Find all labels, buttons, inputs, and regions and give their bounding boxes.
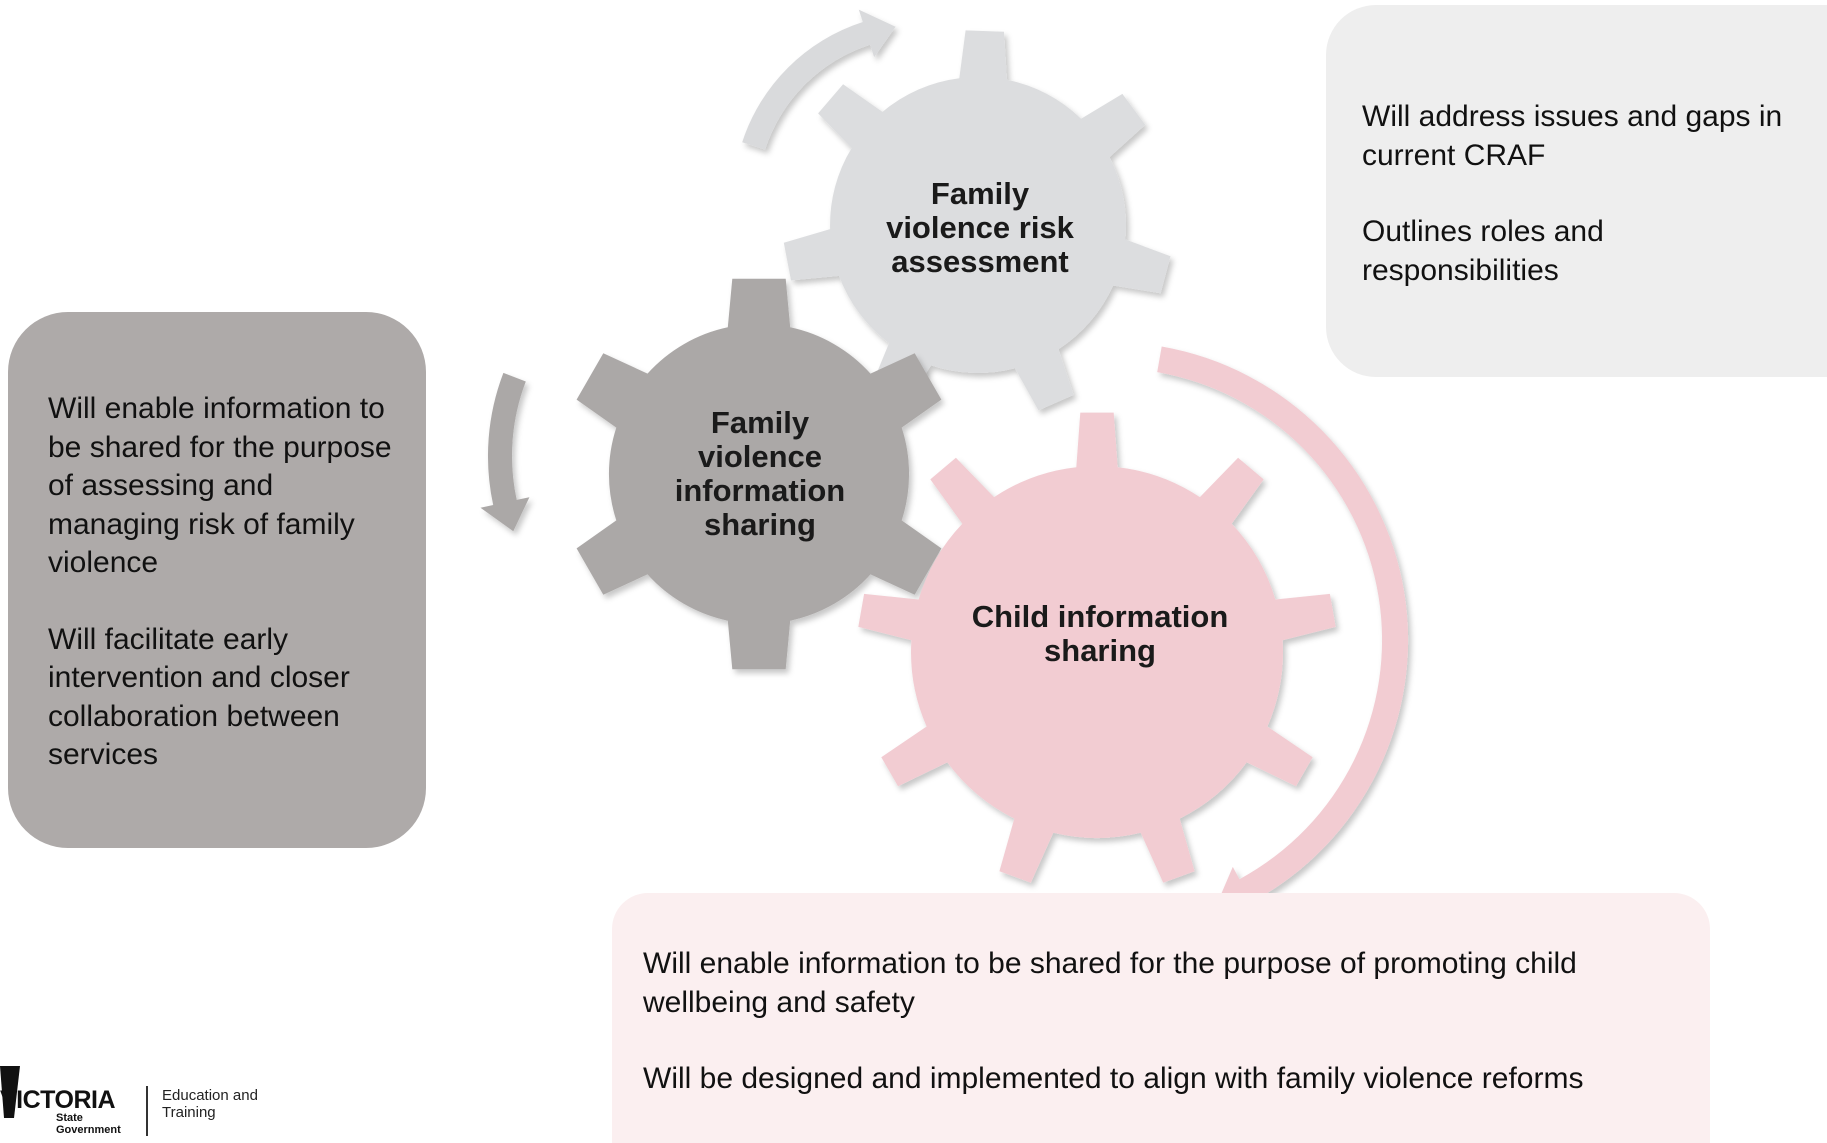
victoria-v-icon — [0, 1066, 20, 1118]
cycle-arrow-left — [480, 372, 530, 532]
gear-label-cis: Child information sharing — [940, 600, 1260, 668]
callout-text: Will enable information to be shared for… — [643, 947, 1577, 1019]
gear-label-line: Family — [710, 405, 810, 440]
callout-text: Will address issues and gaps in current … — [1362, 100, 1783, 172]
cycle-arrow-right — [1157, 346, 1409, 915]
fv-information-sharing-callout: Will enable information to be shared for… — [8, 312, 426, 848]
risk-assessment-callout: Will address issues and gaps in current … — [1326, 5, 1827, 377]
gear-risk-assessment — [783, 30, 1171, 411]
gear-label-line: assessment — [891, 244, 1069, 279]
gear-label-risk: Family violence risk assessment — [850, 177, 1110, 279]
child-information-sharing-callout: Will enable information to be shared for… — [612, 893, 1710, 1143]
victoria-government-logo: VICTORIA State Government Education and … — [0, 1060, 260, 1143]
gear-label-line: violence — [697, 439, 823, 474]
logo-wordmark: VICTORIA — [0, 1086, 116, 1114]
gear-label-line: Family — [930, 176, 1030, 211]
callout-text: Will be designed and implemented to alig… — [643, 1062, 1584, 1095]
callout-text: Outlines roles and responsibilities — [1362, 215, 1604, 287]
cycle-arrow-top — [742, 9, 896, 150]
callout-text: Will facilitate early intervention and c… — [48, 622, 350, 772]
gear-label-line: Child information — [971, 599, 1229, 634]
gear-fv-information-sharing — [576, 278, 942, 670]
gear-label-line: sharing — [704, 507, 816, 542]
gear-child-information-sharing — [858, 412, 1336, 883]
callout-text: Will enable information to be shared for… — [48, 392, 392, 579]
gear-label-fvis: Family violence information sharing — [640, 406, 880, 542]
logo-department: Education and Training — [162, 1087, 258, 1121]
gear-label-line: violence risk — [886, 210, 1074, 245]
logo-divider — [146, 1086, 148, 1136]
logo-state-government: State Government — [56, 1112, 121, 1136]
gear-label-line: sharing — [1044, 633, 1156, 668]
gear-label-line: information — [674, 473, 846, 508]
